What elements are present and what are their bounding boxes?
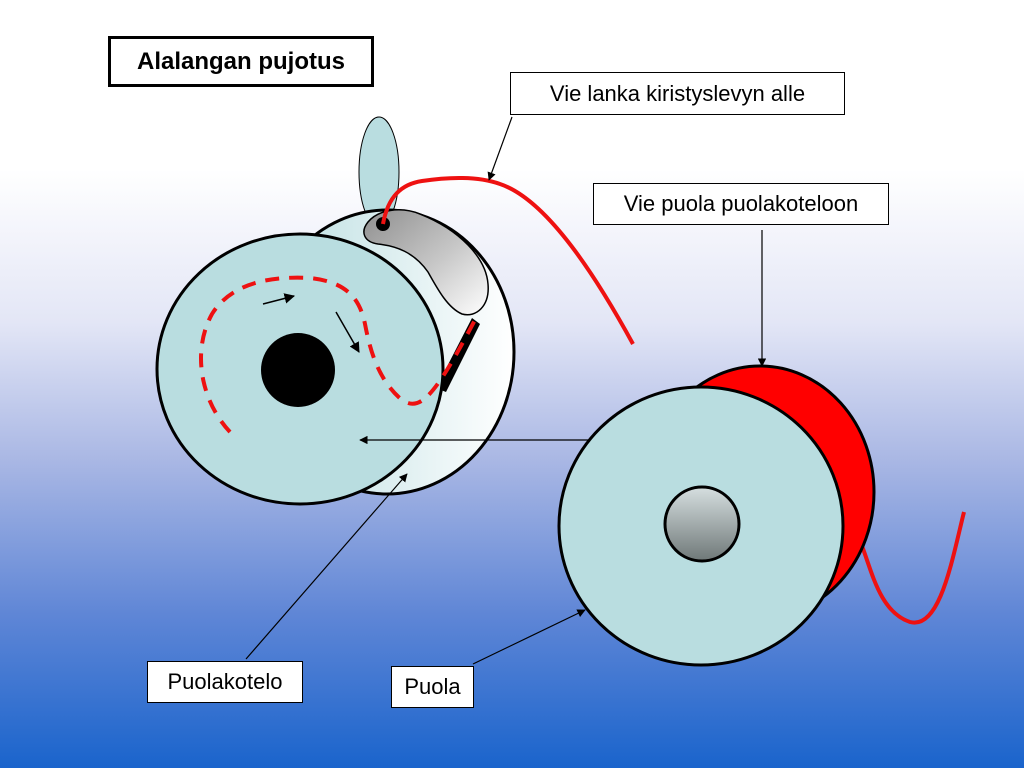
bobbin-case-center-hole	[261, 333, 335, 407]
callout-bobbin-case: Puolakotelo	[147, 661, 303, 703]
callout-bobbin: Puola	[391, 666, 474, 708]
callout-thread-under-plate: Vie lanka kiristyslevyn alle	[510, 72, 845, 115]
tension-plate	[363, 209, 489, 316]
leader-bobbin-case	[245, 473, 408, 660]
bobbin-thread-tail	[860, 511, 966, 625]
bobbin-case	[155, 116, 516, 506]
leader-thread-under-plate	[487, 116, 513, 181]
thread-from-case	[381, 175, 635, 345]
slide-title: Alalangan pujotus	[108, 36, 374, 87]
bobbin-hub	[663, 485, 741, 563]
bobbin	[557, 364, 966, 667]
thread-path-dashed	[199, 275, 478, 434]
callout-bobbin-into-case: Vie puola puolakoteloon	[593, 183, 889, 225]
leader-bobbin	[472, 609, 586, 665]
direction-arrow-2	[335, 311, 360, 353]
direction-arrow-1	[262, 293, 296, 305]
